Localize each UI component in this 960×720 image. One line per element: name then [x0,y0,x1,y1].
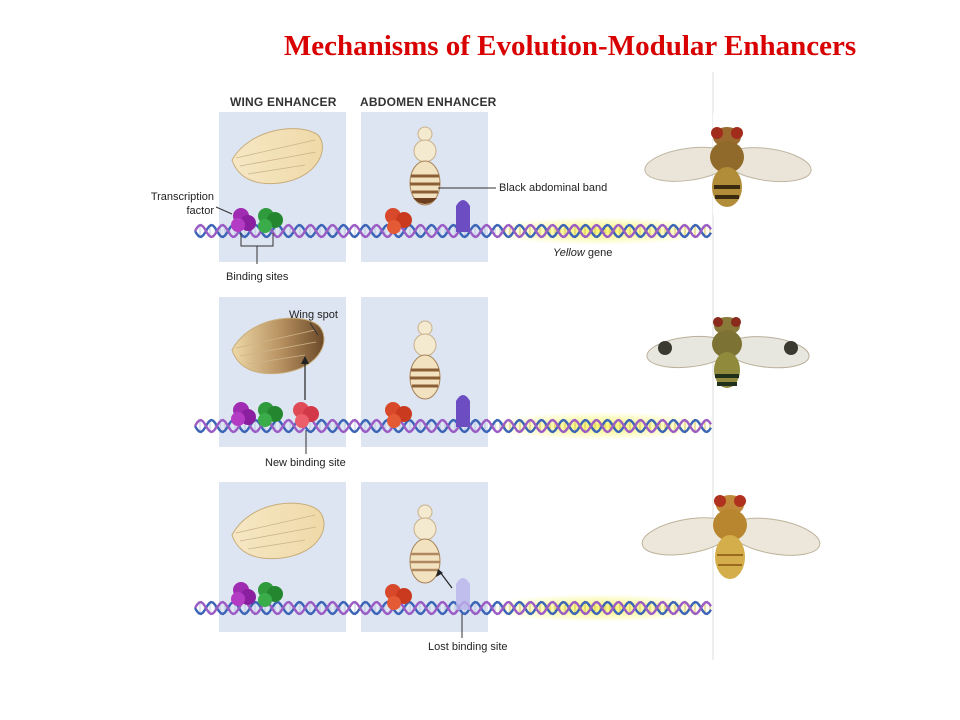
wing-spot-leader [309,322,319,336]
dna-strand-row3 [193,600,712,616]
slide-title: Mechanisms of Evolution-Modular Enhancer… [283,30,857,62]
tf-purple-row2 [231,402,256,426]
tf-purple-row1 [231,208,256,232]
dna-backbone [193,418,712,434]
abdomen-illustration-row2 [409,320,441,400]
yellow-gene-name: Yellow [553,247,585,259]
binding-sites-bracket [240,233,274,264]
wing-spot-arrow-head [301,356,309,364]
wing-spot-label: Wing spot [289,309,338,321]
tf-purple-row3 [231,582,256,606]
tf-orange-row2 [385,402,412,428]
lost-site-arrow [439,571,453,589]
tf-green-row1 [258,208,283,233]
wing-enhancer-heading: WING ENHANCER [230,95,337,109]
lost-site-arrow-head [436,569,443,577]
wing-illustration-row2 [231,317,325,375]
tf-red-new-row2 [293,402,319,428]
dna-strand-row2 [193,418,712,434]
yellow-gene-suffix: gene [584,247,613,259]
black-abdominal-band-label: Black abdominal band [499,182,608,194]
dna-backbone [193,600,712,616]
tf-violet-row2 [456,395,470,427]
dna-backbone [193,223,712,239]
fly-photo-row2 [646,317,810,388]
dna-backbone [193,418,712,434]
new-binding-site-label: New binding site [265,457,346,469]
tf-green-row2 [258,402,283,427]
tf-orange-row3 [385,584,412,610]
dna-strand-row1 [193,223,712,239]
fly-photo-row1 [644,113,812,215]
binding-sites-label: Binding sites [226,271,289,283]
abdomen-enhancer-heading: ABDOMEN ENHANCER [360,95,497,109]
lost-binding-site-label: Lost binding site [428,641,508,653]
wing-illustration-row3 [231,502,325,560]
dna-backbone [193,223,712,239]
wing-illustration-row1 [231,128,323,185]
fly-photo-row3 [641,495,821,579]
tf-green-row3 [258,582,283,607]
transcription-factor-label-line2: factor [186,205,214,217]
tf-orange-row1 [385,208,412,234]
tf-violet-faded-row3 [456,578,470,610]
dna-backbone [193,600,712,616]
abdomen-illustration-row1 [409,126,441,206]
tf-leader [215,206,233,215]
yellow-gene-label: Yellow gene [553,247,612,259]
tf-violet-row1 [456,200,470,232]
transcription-factor-label-line1: Transcription [150,191,214,203]
abdomen-illustration-row3 [409,504,441,584]
